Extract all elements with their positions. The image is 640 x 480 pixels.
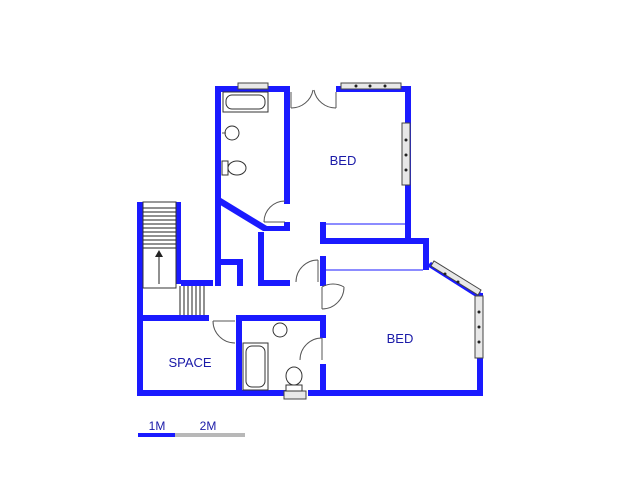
left-walls	[137, 202, 242, 396]
scale-label-1m: 1M	[149, 419, 166, 433]
basin-lower	[272, 322, 288, 338]
upper-walls	[215, 86, 411, 286]
thin-lines	[326, 223, 423, 271]
scale-label-2m: 2M	[200, 419, 217, 433]
fixtures	[221, 91, 303, 392]
windows	[237, 82, 484, 400]
doors	[212, 89, 345, 361]
scale-segment-filled	[138, 433, 175, 437]
basin-upper	[222, 125, 240, 141]
bath-walls	[236, 315, 326, 396]
bathtub-lower	[242, 342, 269, 391]
room-label-bed-lower: BED	[387, 331, 414, 346]
room-label-bed-upper: BED	[330, 153, 357, 168]
scale-segment-empty	[175, 433, 245, 437]
toilet-lower	[285, 366, 303, 392]
bathtub-upper	[222, 91, 269, 113]
lower-walls	[320, 238, 483, 396]
room-label-space: SPACE	[168, 355, 211, 370]
toilet-upper	[221, 160, 247, 176]
staircase	[142, 201, 205, 315]
scale-bar: 1M 2M	[138, 419, 245, 437]
